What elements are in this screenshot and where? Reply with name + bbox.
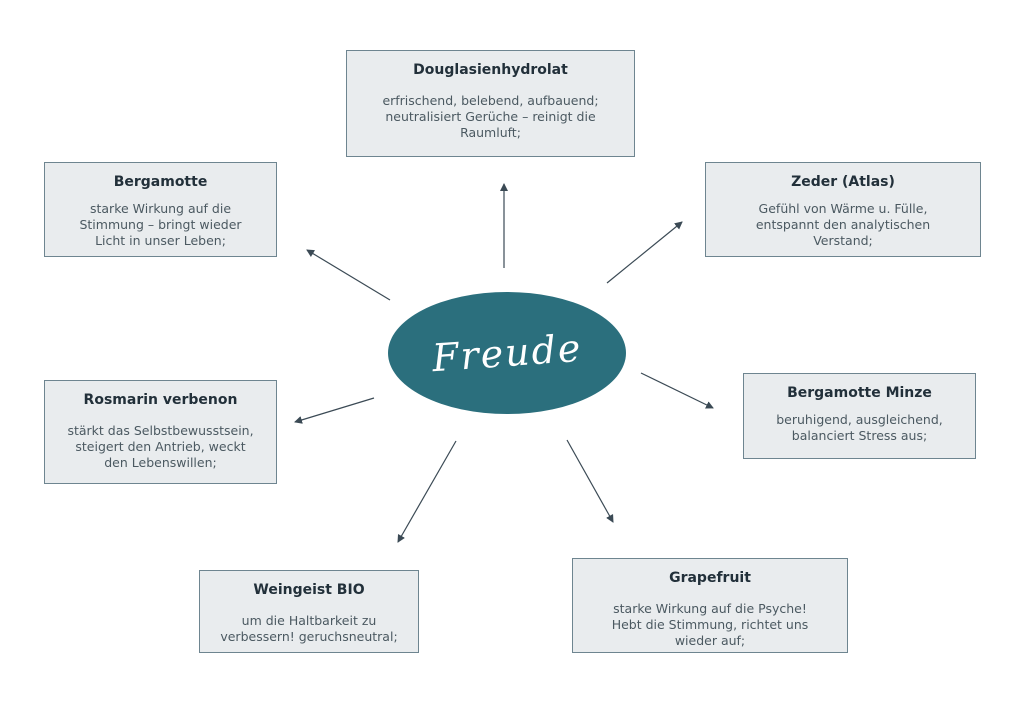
arrow-to-weingeist [397,440,457,543]
box-grapefruit: Grapefruit starke Wirkung auf die Psyche… [572,558,848,653]
arrow-to-grapefruit [566,439,614,523]
box-description: Gefühl von Wärme u. Fülle,entspannt den … [755,201,931,248]
box-bergamotte-minze: Bergamotte Minze beruhigend, ausgleichen… [743,373,976,459]
center-label: Freude [430,325,584,381]
box-title: Zeder (Atlas) [791,174,895,190]
arrow-to-bergamotte [306,249,391,301]
center-ellipse: Freude [388,292,626,414]
box-title: Grapefruit [669,570,751,586]
arrow-to-bergamotte-minze [640,372,714,409]
arrow-to-zeder [606,221,683,284]
box-zeder-atlas: Zeder (Atlas) Gefühl von Wärme u. Fülle,… [705,162,981,257]
box-title: Bergamotte Minze [787,385,932,401]
box-title: Rosmarin verbenon [83,392,238,408]
box-description: beruhigend, ausgleichend,balanciert Stre… [776,412,943,443]
box-douglasienhydrolat: Douglasienhydrolat erfrischend, belebend… [346,50,635,157]
box-title: Douglasienhydrolat [413,62,568,78]
box-description: stärkt das Selbstbewusstsein,steigert de… [67,423,254,470]
arrow-to-rosmarin [294,397,375,424]
box-description: erfrischend, belebend, aufbauend;neutral… [382,93,599,140]
box-title: Weingeist BIO [253,582,365,598]
box-description: starke Wirkung auf die Psyche!Hebt die S… [611,601,809,648]
box-rosmarin-verbenon: Rosmarin verbenon stärkt das Selbstbewus… [44,380,277,484]
box-title: Bergamotte [113,174,208,190]
